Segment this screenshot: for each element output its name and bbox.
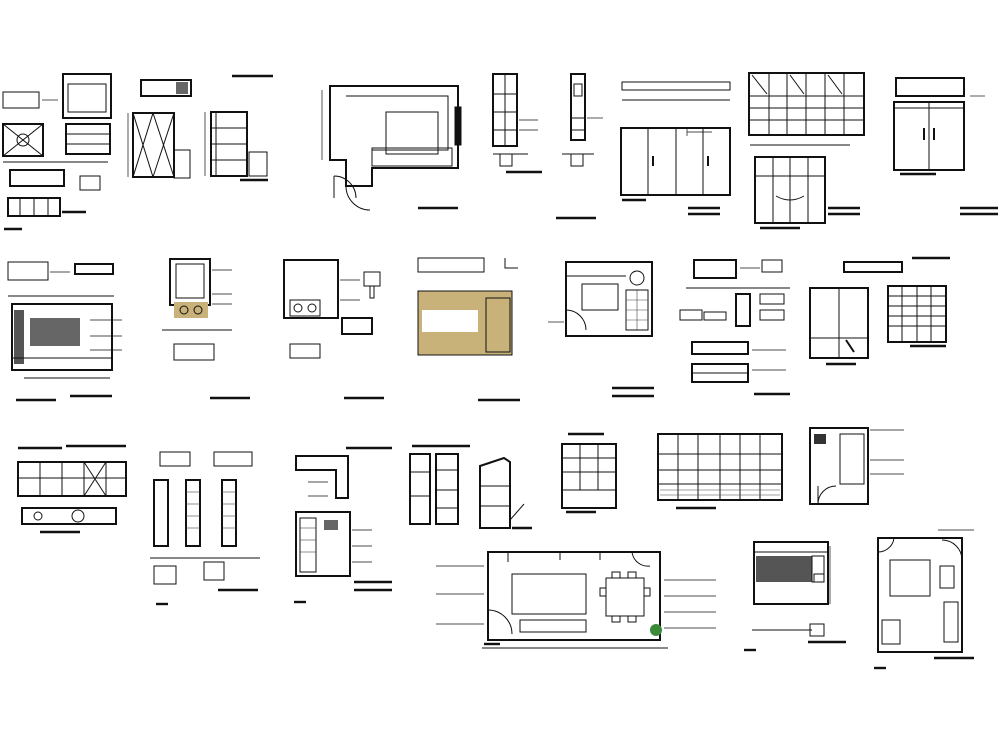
kitchen-sink-counter-details — [2, 73, 112, 231]
tall-shelf-sections — [150, 451, 260, 606]
counter-finish-plan — [417, 257, 520, 402]
sliding-wardrobe-elevation — [620, 81, 731, 216]
bathroom-vanity-details — [283, 259, 384, 400]
tv-unit-elevation — [7, 261, 122, 402]
bathroom-plan — [548, 261, 654, 398]
wardrobe-door-elevation — [127, 79, 192, 179]
open-shelving-elevation — [561, 432, 617, 514]
pantry-cabinet-sections — [492, 73, 603, 220]
bedroom-plan — [874, 529, 974, 670]
library-wall-elevation — [657, 433, 783, 510]
tall-cabinet-elevation — [204, 74, 273, 182]
vanity-elevation — [162, 258, 250, 400]
shelving-unit-elevation — [748, 72, 865, 230]
kitchen-l-shaped-plan — [321, 85, 462, 211]
double-door-cabinet-elevation — [893, 77, 998, 216]
utility-room-plan — [809, 427, 904, 505]
kitchen-corner-details — [294, 446, 392, 604]
storage-cabinet-set — [409, 444, 532, 530]
bookshelf-elevation — [809, 256, 950, 366]
kitchen-counter-elevation — [17, 444, 127, 534]
bar-counter-details — [744, 541, 846, 652]
drawer-unit-details — [679, 259, 790, 396]
living-dining-plan — [436, 551, 716, 649]
